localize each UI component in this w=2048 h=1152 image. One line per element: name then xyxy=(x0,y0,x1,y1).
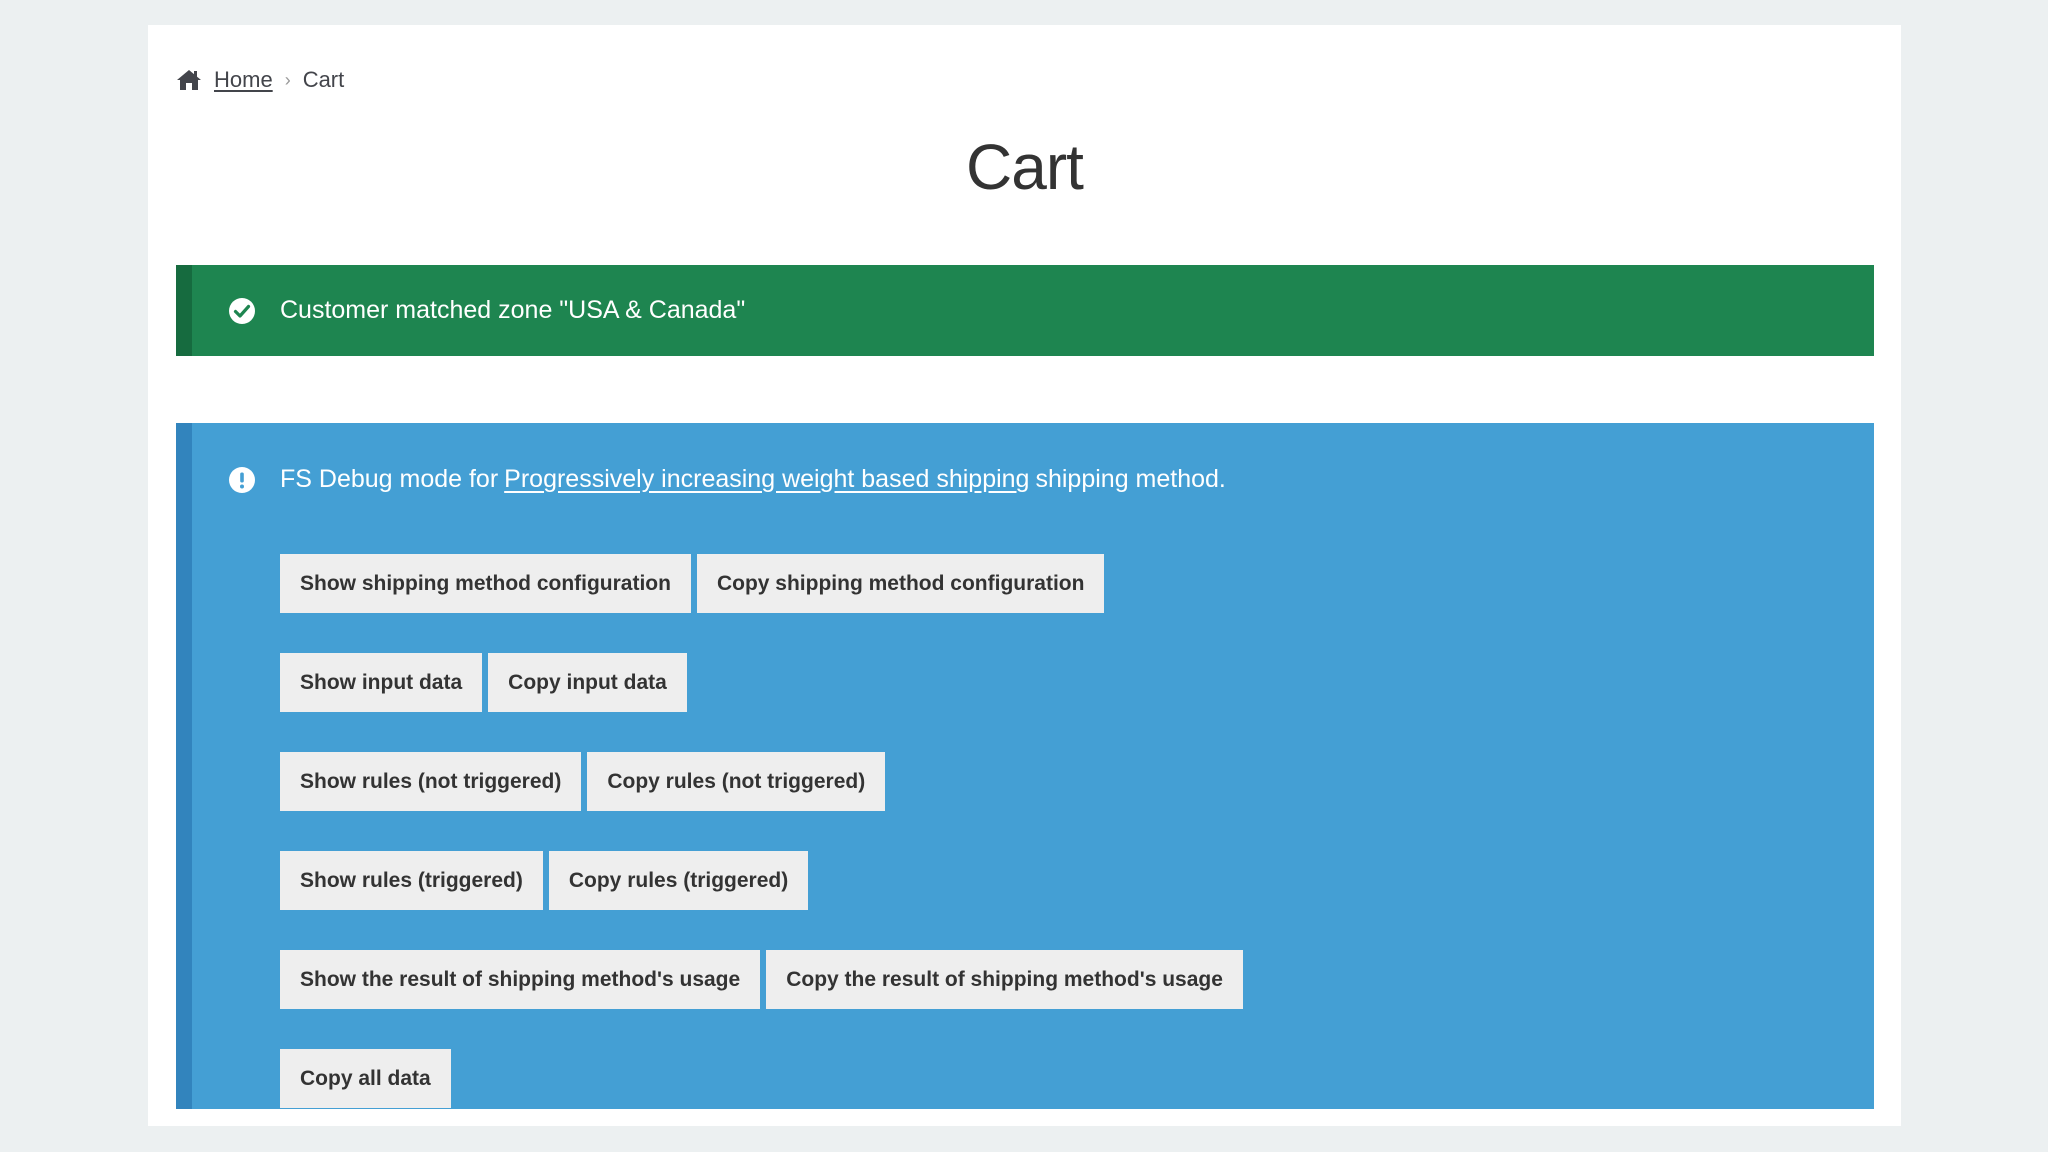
button-row-all-data: Copy all data xyxy=(280,1049,451,1108)
debug-notice-suffix: shipping method. xyxy=(1035,465,1226,493)
page-title: Cart xyxy=(966,131,1084,203)
copy-result-button[interactable]: Copy the result of shipping method's usa… xyxy=(766,950,1243,1009)
success-notice-text: Customer matched zone "USA & Canada" xyxy=(280,296,746,324)
debug-notice-prefix: FS Debug mode for xyxy=(280,465,499,493)
breadcrumb-separator: › xyxy=(284,69,291,90)
button-row-input-data: Show input data Copy input data xyxy=(280,653,687,712)
show-result-button[interactable]: Show the result of shipping method's usa… xyxy=(280,950,761,1009)
home-icon[interactable] xyxy=(176,68,202,92)
button-row-configuration: Show shipping method configuration Copy … xyxy=(280,554,1105,613)
show-shipping-method-configuration-button[interactable]: Show shipping method configuration xyxy=(280,554,691,613)
show-rules-not-triggered-button[interactable]: Show rules (not triggered) xyxy=(280,752,582,811)
show-rules-triggered-button[interactable]: Show rules (triggered) xyxy=(280,851,543,910)
debug-notice: FS Debug mode for Progressively increasi… xyxy=(176,423,1874,1109)
copy-rules-not-triggered-button[interactable]: Copy rules (not triggered) xyxy=(587,752,886,811)
exclamation-circle-icon xyxy=(228,466,256,494)
debug-notice-header: FS Debug mode for Progressively increasi… xyxy=(192,465,1226,494)
copy-input-data-button[interactable]: Copy input data xyxy=(488,653,687,712)
copy-rules-triggered-button[interactable]: Copy rules (triggered) xyxy=(548,851,809,910)
button-row-rules-not-triggered: Show rules (not triggered) Copy rules (n… xyxy=(280,752,886,811)
copy-all-data-button[interactable]: Copy all data xyxy=(280,1049,451,1108)
button-row-rules-triggered: Show rules (triggered) Copy rules (trigg… xyxy=(280,851,809,910)
button-row-result: Show the result of shipping method's usa… xyxy=(280,950,1243,1009)
page-container: Home › Cart Cart Customer matched zone "… xyxy=(148,25,1901,1126)
check-circle-icon xyxy=(228,297,256,325)
shipping-method-link[interactable]: Progressively increasing weight based sh… xyxy=(504,465,1030,493)
breadcrumb-current: Cart xyxy=(302,67,345,92)
breadcrumb: Home › Cart xyxy=(176,55,344,105)
show-input-data-button[interactable]: Show input data xyxy=(280,653,483,712)
breadcrumb-home-link[interactable]: Home xyxy=(214,67,273,92)
success-notice: Customer matched zone "USA & Canada" xyxy=(176,265,1874,356)
copy-shipping-method-configuration-button[interactable]: Copy shipping method configuration xyxy=(696,554,1105,613)
